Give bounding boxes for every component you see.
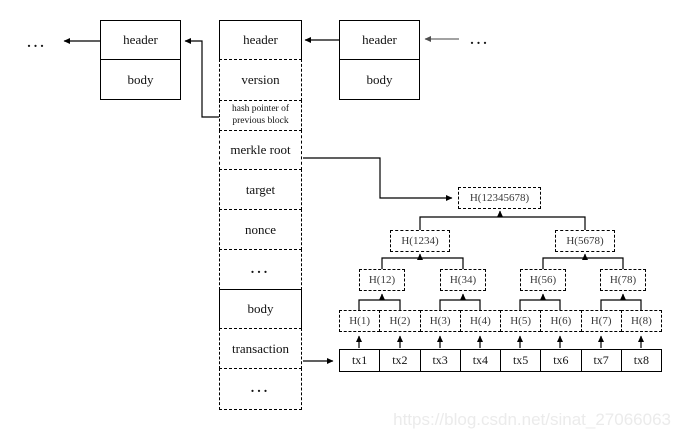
merkle-node-12: H(12) <box>359 269 405 291</box>
mid-block-nonce: nonce <box>219 209 302 250</box>
mid-block-version: version <box>219 59 302 101</box>
transaction-tx8: tx8 <box>620 349 662 372</box>
level4-to-level3-connectors <box>358 293 642 310</box>
tx-hash-arrows <box>356 335 644 348</box>
right-chain-ellipsis: ... <box>470 33 490 48</box>
mid-block-merkle-root: merkle root <box>219 130 302 170</box>
merkle-leaf-h3: H(3) <box>419 310 461 332</box>
merkle-node-78: H(78) <box>600 269 646 291</box>
left-block-body: body <box>100 59 181 100</box>
merkle-root-arrow <box>303 157 453 201</box>
merkle-leaf-h4: H(4) <box>459 310 501 332</box>
merkle-node-root: H(12345678) <box>458 187 541 209</box>
transaction-tx1: tx1 <box>339 349 381 372</box>
merkle-leaf-h5: H(5) <box>500 310 542 332</box>
merkle-leaf-h7: H(7) <box>580 310 622 332</box>
transaction-row: tx1 tx2 tx3 tx4 tx5 tx6 tx7 tx8 <box>339 349 662 372</box>
merkle-leaf-h8: H(8) <box>620 310 662 332</box>
left-block-header: header <box>100 20 181 60</box>
mid-block-ellipsis-2: ... <box>219 368 302 410</box>
transaction-tx5: tx5 <box>500 349 542 372</box>
transaction-tx4: tx4 <box>459 349 501 372</box>
merkle-node-5678: H(5678) <box>555 230 615 252</box>
merkle-node-1234: H(1234) <box>390 230 450 252</box>
left-chain-ellipsis: ... <box>27 36 47 51</box>
transaction-tx6: tx6 <box>540 349 582 372</box>
right-block-body: body <box>339 59 420 100</box>
right-block-header: header <box>339 20 420 60</box>
mid-block-body: body <box>219 289 302 329</box>
level2-to-root-connector <box>419 210 586 230</box>
merkle-leaf-h6: H(6) <box>540 310 582 332</box>
transaction-tx2: tx2 <box>379 349 421 372</box>
merkle-node-34: H(34) <box>440 269 486 291</box>
mid-block-header: header <box>219 20 302 60</box>
transaction-tx7: tx7 <box>580 349 622 372</box>
merkle-leaf-h1: H(1) <box>339 310 381 332</box>
merkle-leaf-row: H(1) H(2) H(3) H(4) H(5) H(6) H(7) H(8) <box>339 310 662 332</box>
transaction-tx3: tx3 <box>419 349 461 372</box>
level3-to-level2-connectors <box>381 253 624 269</box>
mid-block-target: target <box>219 169 302 210</box>
mid-block-hash-pointer: hash pointer of previous block <box>219 100 302 131</box>
hash-pointer-arrow <box>184 38 219 118</box>
merkle-node-56: H(56) <box>520 269 566 291</box>
mid-block-transaction: transaction <box>219 328 302 369</box>
merkle-leaf-h2: H(2) <box>379 310 421 332</box>
watermark-url: https://blog.csdn.net/sinat_27066063 <box>393 410 671 429</box>
mid-block-ellipsis-1: ... <box>219 249 302 290</box>
